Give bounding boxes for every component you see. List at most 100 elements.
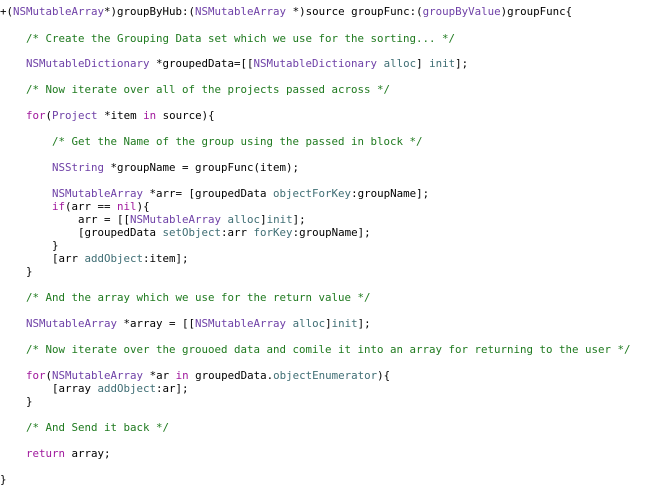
code-token-type: NSMutableArray — [52, 369, 144, 382]
code-token-type: NSMutableDictionary — [253, 57, 378, 70]
code-token-type: NSMutableArray — [195, 317, 287, 330]
code-line[interactable]: } — [0, 265, 33, 279]
code-token-plain: :groupName]; — [351, 187, 430, 200]
code-token-comment: /* Now iterate over all of the projects … — [26, 83, 391, 96]
code-token-comment: /* Create the Grouping Data set which we… — [26, 32, 456, 45]
code-token-plain — [0, 83, 26, 96]
code-token-plain: [arr — [0, 252, 85, 265]
code-token-plain: :item]; — [143, 252, 189, 265]
code-token-comment: /* And the array which we use for the re… — [26, 291, 371, 304]
code-token-plain: *ar — [143, 369, 176, 382]
code-token-plain: ( — [45, 369, 53, 382]
code-token-type: groupByValue — [422, 5, 501, 18]
code-token-plain: source){ — [156, 109, 215, 122]
code-line[interactable]: arr = [[NSMutableArray alloc]init]; — [0, 213, 306, 227]
code-token-plain: [array — [0, 382, 98, 395]
code-token-plain: *array = [[ — [117, 317, 196, 330]
code-line[interactable]: for(Project *item in source){ — [0, 109, 215, 123]
code-token-plain — [0, 317, 26, 330]
code-token-method: setObject — [162, 226, 222, 239]
code-token-comment: /* And Send it back */ — [26, 421, 170, 434]
code-token-plain: arr = [[ — [0, 213, 131, 226]
code-line[interactable]: /* Create the Grouping Data set which we… — [0, 32, 455, 46]
code-token-plain: )groupFunc{ — [500, 5, 573, 18]
code-token-plain — [0, 161, 52, 174]
code-token-keyword: in — [143, 109, 157, 122]
code-token-plain: :ar]; — [156, 382, 189, 395]
code-token-plain: ]; — [455, 57, 469, 70]
code-token-plain: ){ — [377, 369, 391, 382]
code-token-keyword: nil — [117, 200, 137, 213]
code-line[interactable]: } — [0, 395, 33, 409]
code-line[interactable]: } — [0, 239, 59, 253]
code-token-plain: *groupedData=[[ — [149, 57, 254, 70]
code-token-type: NSString — [52, 161, 105, 174]
code-token-plain: } — [0, 473, 7, 486]
code-token-method: init — [429, 57, 456, 70]
code-token-type: NSMutableArray — [130, 213, 222, 226]
code-token-plain: ] — [416, 57, 430, 70]
code-token-keyword: for — [26, 369, 46, 382]
code-token-method: objectEnumerator — [273, 369, 378, 382]
code-token-plain: ]; — [292, 213, 306, 226]
code-line[interactable]: +(NSMutableArray*)groupByHub:(NSMutableA… — [0, 5, 572, 19]
code-token-method: alloc — [227, 213, 261, 226]
code-token-plain: ){ — [136, 200, 150, 213]
code-line[interactable]: NSMutableDictionary *groupedData=[[NSMut… — [0, 57, 468, 71]
code-line[interactable]: /* Now iterate over the grouoed data and… — [0, 343, 631, 357]
code-token-plain: *item — [97, 109, 144, 122]
code-token-comment: /* Now iterate over the grouoed data and… — [26, 343, 631, 356]
code-line[interactable]: return array; — [0, 447, 111, 461]
code-token-plain: ] — [260, 213, 267, 226]
code-line[interactable]: /* And the array which we use for the re… — [0, 291, 371, 305]
code-line[interactable]: /* And Send it back */ — [0, 421, 169, 435]
code-token-keyword: return — [26, 447, 66, 460]
code-token-method: init — [266, 213, 293, 226]
code-token-keyword: in — [175, 369, 189, 382]
code-token-method: forKey — [253, 226, 293, 239]
code-token-method: alloc — [292, 317, 326, 330]
code-line[interactable]: /* Get the Name of the group using the p… — [0, 135, 423, 149]
code-token-method: alloc — [383, 57, 417, 70]
code-token-comment: /* Get the Name of the group using the p… — [52, 135, 423, 148]
code-token-plain: } — [0, 239, 59, 252]
code-token-type: NSMutableArray — [26, 317, 118, 330]
code-token-plain — [0, 421, 26, 434]
code-token-type: Project — [52, 109, 98, 122]
code-token-type: NSMutableArray — [52, 187, 144, 200]
code-line[interactable]: /* Now iterate over all of the projects … — [0, 83, 390, 97]
code-token-plain: } — [0, 395, 33, 408]
code-token-plain — [0, 32, 26, 45]
code-line[interactable]: [groupedData setObject:arr forKey:groupN… — [0, 226, 371, 240]
code-token-plain: (arr == — [65, 200, 118, 213]
code-token-plain: *arr= [groupedData — [143, 187, 274, 200]
code-token-plain: ( — [45, 109, 53, 122]
code-token-plain: ] — [325, 317, 332, 330]
code-token-plain — [0, 291, 26, 304]
code-token-plain — [0, 369, 26, 382]
code-line[interactable]: [array addObject:ar]; — [0, 382, 189, 396]
code-token-plain — [0, 135, 52, 148]
code-token-plain — [0, 187, 52, 200]
code-token-method: addObject — [97, 382, 157, 395]
code-line[interactable]: NSMutableArray *arr= [groupedData object… — [0, 187, 429, 201]
code-token-method: objectForKey — [273, 187, 352, 200]
code-line[interactable]: [arr addObject:item]; — [0, 252, 189, 266]
code-token-type: NSMutableDictionary — [26, 57, 150, 70]
code-line[interactable]: } — [0, 473, 7, 487]
code-token-plain: [groupedData — [0, 226, 163, 239]
code-token-method: init — [331, 317, 358, 330]
code-line[interactable]: NSMutableArray *array = [[NSMutableArray… — [0, 317, 371, 331]
code-token-plain: array; — [65, 447, 111, 460]
code-line[interactable]: for(NSMutableArray *ar in groupedData.ob… — [0, 369, 390, 383]
code-token-plain: *groupName = groupFunc(item); — [104, 161, 300, 174]
code-token-type: NSMutableArray — [13, 5, 105, 18]
code-token-plain — [0, 57, 26, 70]
code-token-plain: *)source groupFunc:( — [286, 5, 423, 18]
code-line[interactable]: if(arr == nil){ — [0, 200, 150, 214]
code-line[interactable]: NSString *groupName = groupFunc(item); — [0, 161, 299, 175]
code-token-keyword: for — [26, 109, 46, 122]
code-token-plain: groupedData. — [188, 369, 274, 382]
code-token-plain: ]; — [357, 317, 371, 330]
